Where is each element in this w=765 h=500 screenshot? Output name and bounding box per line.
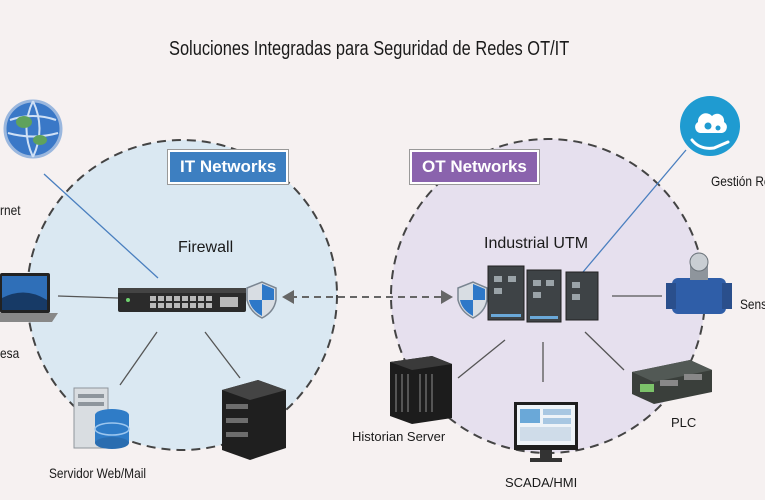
- scada-label: SCADA/HMI: [505, 475, 578, 490]
- link-historian: [457, 339, 506, 379]
- servidor-label: Servidor Web/Mail: [49, 465, 147, 481]
- ot-networks-badge: OT Networks: [410, 150, 539, 184]
- internet-label: rnet: [0, 202, 21, 218]
- it-networks-badge: IT Networks: [168, 150, 289, 184]
- empresa-label: esa: [0, 345, 20, 361]
- firewall-switch: [118, 288, 246, 312]
- industrial-utm-device: [487, 265, 599, 323]
- shield-icon: [246, 281, 277, 319]
- shield-icon-ot: [457, 281, 488, 319]
- plc-icon: [632, 360, 712, 404]
- laptop-icon: [0, 273, 58, 322]
- web-mail-server-icon: [73, 387, 130, 449]
- firewall-label: Firewall: [178, 239, 234, 256]
- scada-monitor-icon: [514, 402, 578, 462]
- rack-server-icon: [222, 380, 286, 460]
- page-title: Soluciones Integradas para Seguridad de …: [169, 38, 570, 60]
- gestion-label: Gestión Re: [711, 173, 765, 189]
- sensor-icon: [666, 252, 732, 314]
- historian-server-icon: [390, 356, 452, 424]
- link-plc: [584, 331, 625, 371]
- arrow-right-icon: [441, 290, 453, 304]
- link-internet: [43, 173, 159, 279]
- sensor-label: Senso: [740, 296, 765, 312]
- link-laptop: [57, 295, 119, 299]
- link-servidor: [119, 331, 158, 386]
- industrial-utm-label: Industrial UTM: [484, 235, 589, 252]
- link-gestion: [582, 149, 687, 273]
- globe-icon: [3, 99, 63, 159]
- historian-label: Historian Server: [352, 429, 446, 444]
- plc-label: PLC: [671, 415, 697, 430]
- cloud-gear-hand-icon: [680, 96, 740, 156]
- arrow-left-icon: [282, 290, 294, 304]
- link-rack-server: [204, 331, 241, 379]
